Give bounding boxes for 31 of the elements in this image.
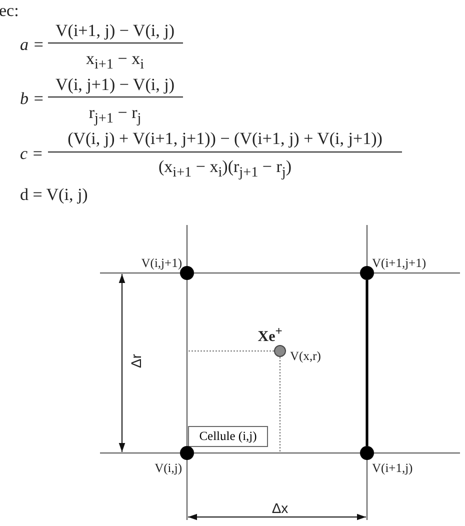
point-label: V(x,r)	[290, 350, 321, 362]
formula-text: V(i, j+1) − V(i, j)	[56, 76, 174, 93]
formula-text: x$_{i+1}$ − x$_{i}$	[86, 50, 144, 72]
grid-point	[180, 446, 194, 460]
projection-line	[186, 350, 274, 352]
grid-line	[194, 452, 360, 454]
dimension-label: Δr	[129, 354, 143, 368]
point-label: V(i+1,j+1)	[372, 257, 426, 270]
grid-point	[360, 266, 374, 280]
grid-line	[186, 280, 188, 446]
formula-text: c =	[20, 145, 44, 162]
formula-text: d = V(i, j)	[20, 186, 88, 203]
formula-text: (V(i, j) + V(i+1, j+1)) − (V(i+1, j) + V(i, j+1))	[68, 130, 382, 147]
grid-line	[194, 272, 360, 274]
cell-label: Cellule (i,j)	[199, 429, 257, 444]
grid-point	[274, 345, 286, 357]
point-label: V(i,j+1)	[141, 257, 182, 270]
point-label: Xe$^{+}$	[258, 325, 282, 345]
grid-line	[366, 280, 368, 446]
point-label: V(i,j)	[154, 462, 182, 474]
cell-label-box	[188, 426, 268, 447]
grid-point	[360, 446, 374, 460]
point-label: V(i+1,j)	[372, 462, 413, 474]
formula-text: ec:	[0, 2, 19, 19]
formula-text: (x$_{i+1}$ − x$_{i}$)(r$_{j+1}$ − r$_{j}$)	[158, 158, 292, 180]
grid-point	[180, 266, 194, 280]
formula-text: a =	[20, 36, 44, 53]
formula-text: b =	[20, 90, 44, 107]
dimension-label: Δx	[272, 501, 288, 515]
formula-text: r$_{j+1}$ − r$_{j}$	[88, 104, 142, 126]
formula-text: V(i+1, j) − V(i, j)	[56, 22, 174, 39]
